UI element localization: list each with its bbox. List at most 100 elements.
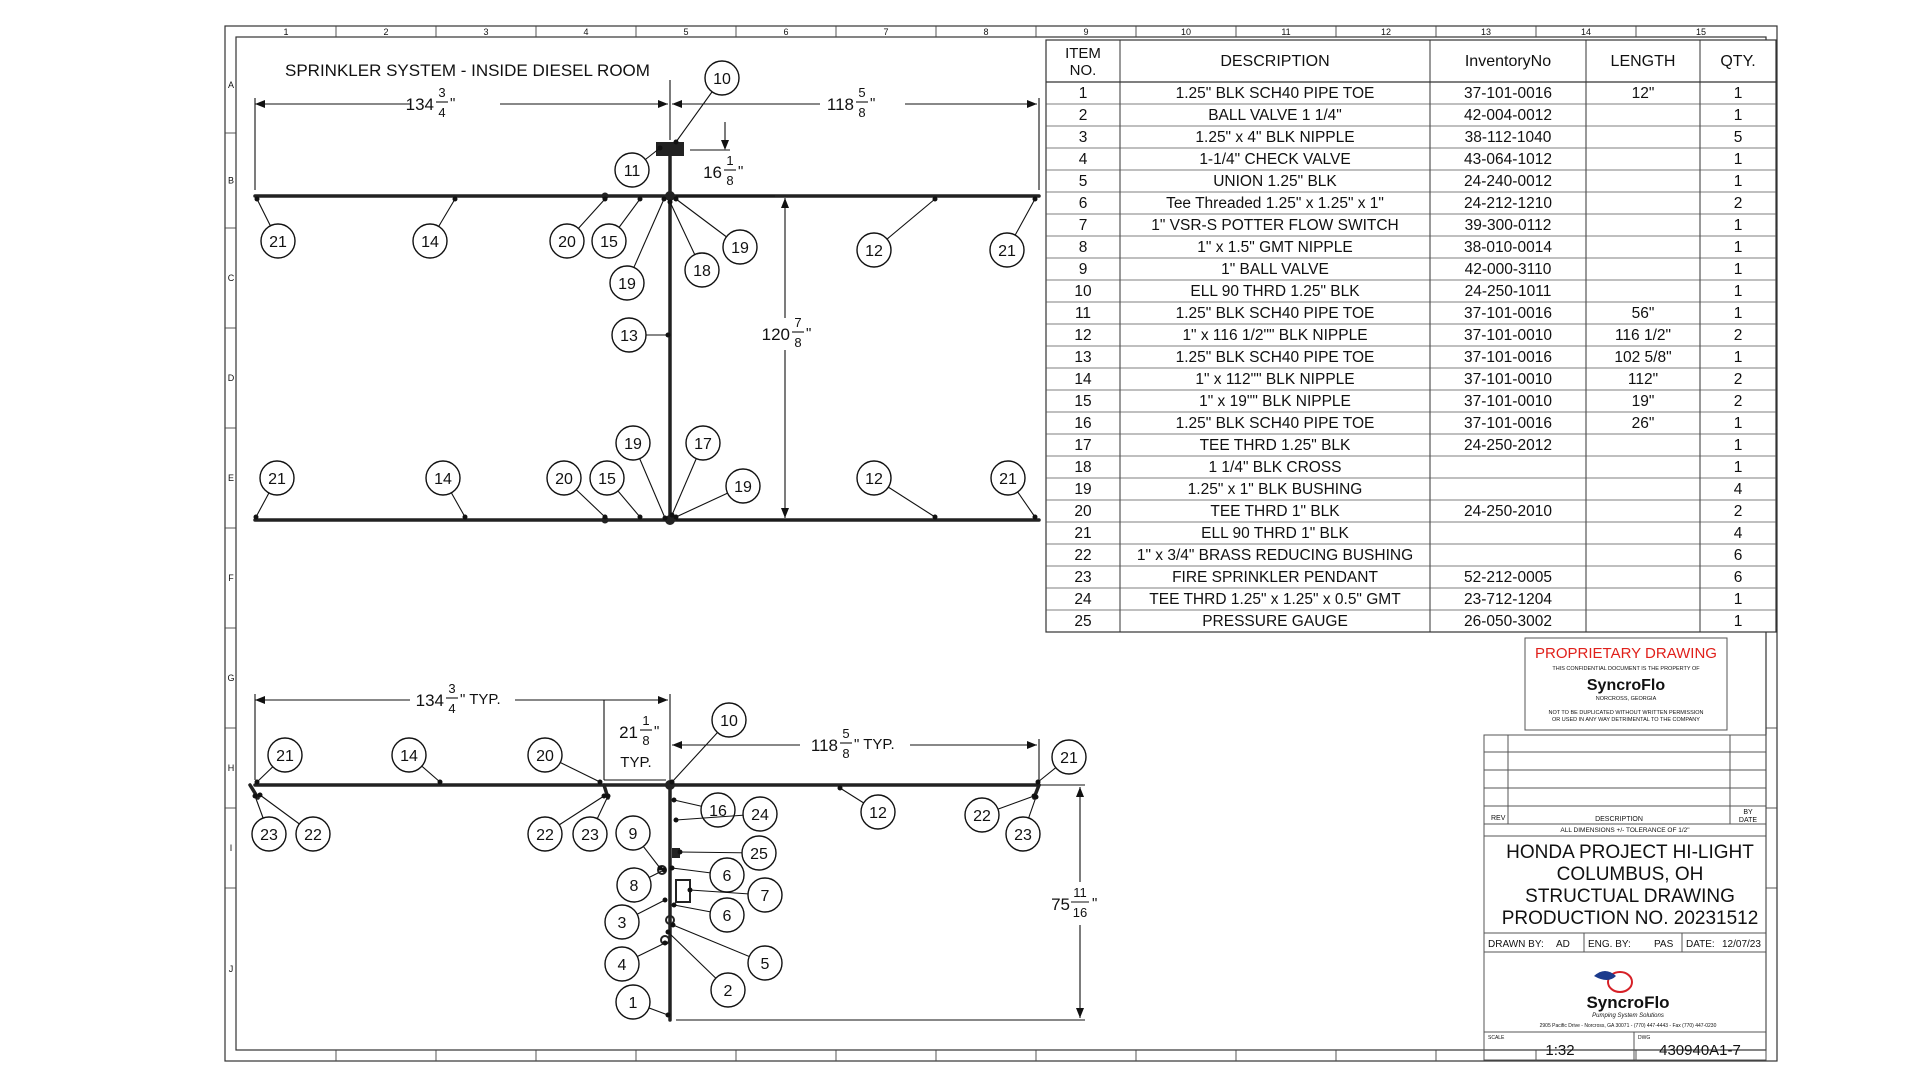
- leader-arrow: [1032, 514, 1038, 520]
- bom-header: LENGTH: [1611, 53, 1676, 70]
- arrowhead: [1027, 741, 1037, 749]
- balloon-number: 4: [618, 957, 627, 974]
- bom-cell: 1: [1734, 591, 1743, 608]
- bom-cell: 24-240-0012: [1464, 173, 1552, 190]
- balloon-number: 22: [973, 808, 991, 825]
- bottom-view: 134 3 4 " TYP. 118 5 8 " TYP. 21 1 8 " T…: [248, 681, 1097, 1022]
- balloon-number: 25: [750, 846, 768, 863]
- dim-num: 11: [1073, 885, 1087, 900]
- leader-arrow: [673, 817, 679, 823]
- bom-cell: 24: [1074, 591, 1092, 608]
- leader-arrow: [662, 897, 668, 903]
- balloon-number: 21: [998, 243, 1016, 260]
- item-balloon: [710, 972, 746, 1008]
- bom-cell: 1-1/4" CHECK VALVE: [1199, 151, 1350, 168]
- bom-cell: 1: [1734, 239, 1743, 256]
- gauge-fitting: [672, 848, 680, 858]
- zone-label: 1: [283, 27, 288, 37]
- zone-label: 12: [1381, 27, 1391, 37]
- date-label: DATE: [1739, 817, 1757, 824]
- zone-label: 4: [583, 27, 588, 37]
- bom-cell: FIRE SPRINKLER PENDANT: [1172, 569, 1378, 586]
- item-balloon: [990, 460, 1026, 496]
- bom-cell: 1: [1734, 283, 1743, 300]
- dim-unit: " TYP.: [460, 691, 501, 708]
- bom-cell: 1: [1734, 261, 1743, 278]
- balloon-number: 20: [555, 471, 573, 488]
- bom-cell: 21: [1074, 525, 1091, 542]
- bom-cell: 25: [1074, 613, 1091, 630]
- bom-cell: 1: [1734, 173, 1743, 190]
- zone-label: J: [229, 964, 234, 974]
- zone-label: B: [228, 176, 234, 186]
- bom-cell: 1: [1734, 613, 1743, 630]
- bom-cell: ELL 90 THRD 1.25" BLK: [1190, 283, 1360, 300]
- leader-arrow: [1035, 779, 1041, 785]
- balloon-number: 23: [1014, 827, 1032, 844]
- balloon-number: 21: [999, 471, 1017, 488]
- dim-den: 4: [438, 105, 445, 120]
- zone-label: 13: [1481, 27, 1491, 37]
- leader-arrow: [657, 865, 663, 871]
- leader-arrow: [665, 332, 671, 338]
- top-tee-fitting: [665, 515, 675, 525]
- balloon-number: 16: [709, 803, 727, 820]
- bom-cell: 37-101-0016: [1464, 349, 1552, 366]
- dim-den: 8: [642, 733, 649, 748]
- bom-cell: 1.25" x 1" BLK BUSHING: [1188, 481, 1363, 498]
- leader-arrow: [665, 1012, 671, 1018]
- stamp-title: PROPRIETARY DRAWING: [1535, 645, 1717, 662]
- zone-label: C: [228, 273, 235, 283]
- item-balloon: [546, 460, 582, 496]
- bom-cell: 1" x 112"" BLK NIPPLE: [1195, 371, 1354, 388]
- balloon-number: 7: [761, 888, 770, 905]
- bom-cell: 102 5/8": [1614, 349, 1671, 366]
- balloon-number: 21: [268, 471, 286, 488]
- balloon-number: 23: [260, 827, 278, 844]
- leader-arrow: [837, 785, 843, 791]
- zone-label: 8: [983, 27, 988, 37]
- eng-by: PAS: [1654, 939, 1674, 950]
- scale-label: SCALE: [1488, 1035, 1505, 1041]
- item-balloon: [856, 460, 892, 496]
- leader-arrow: [662, 940, 668, 946]
- dim-num: 1: [726, 153, 733, 168]
- balloon-number: 12: [865, 471, 883, 488]
- balloon-number: 19: [618, 276, 636, 293]
- balloon-number: 21: [276, 748, 294, 765]
- leader-arrow: [670, 922, 676, 928]
- item-balloon: [747, 945, 783, 981]
- dim-num: 7: [794, 315, 801, 330]
- bom-cell: 5: [1079, 173, 1088, 190]
- dim-whole: 134: [416, 691, 444, 710]
- bom-cell: UNION 1.25" BLK: [1213, 173, 1337, 190]
- bom-cell: 19: [1074, 481, 1091, 498]
- item-balloon: [747, 877, 783, 913]
- item-balloon: [609, 265, 645, 301]
- item-balloon: [295, 816, 331, 852]
- desc-label: DESCRIPTION: [1595, 816, 1643, 823]
- dim-whole: 134: [406, 95, 434, 114]
- bom-cell: 2: [1734, 371, 1743, 388]
- bom-cell: ELL 90 THRD 1" BLK: [1201, 525, 1349, 542]
- bom-cell: 1" x 1.5" GMT NIPPLE: [1197, 239, 1352, 256]
- title-block: REV DESCRIPTION BY DATE ALL DIMENSIONS +…: [1483, 734, 1767, 1061]
- dim-num: 3: [438, 85, 445, 100]
- balloon-number: 24: [751, 807, 769, 824]
- arrowhead: [781, 198, 789, 208]
- bom-cell: 11: [1075, 305, 1091, 322]
- zone-label: E: [228, 473, 234, 483]
- bom-cell: 24-212-1210: [1464, 195, 1552, 212]
- zone-label: 3: [483, 27, 488, 37]
- bom-cell: 6: [1734, 569, 1743, 586]
- item-balloon: [704, 60, 740, 96]
- scale-value: 1:32: [1545, 1042, 1574, 1059]
- dim-unit: ": [870, 95, 875, 112]
- dim-whole: 21: [619, 723, 638, 742]
- dim-whole: 118: [811, 736, 838, 755]
- logo-text: SyncroFlo: [1586, 993, 1669, 1012]
- bom-cell: 37-101-0016: [1464, 305, 1552, 322]
- leader-arrow: [661, 196, 667, 202]
